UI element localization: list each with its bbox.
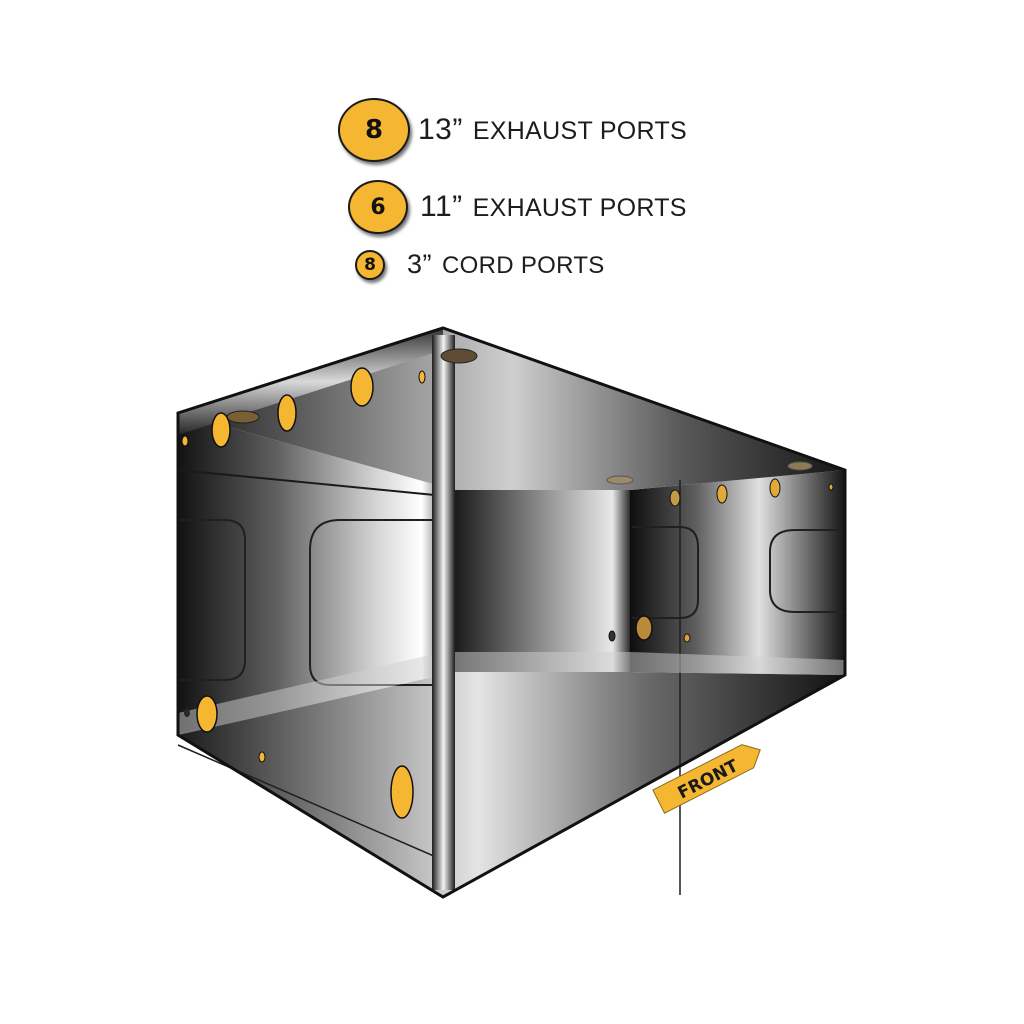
exhaust-port-11in [669, 489, 681, 507]
exhaust-port-11in [716, 484, 728, 504]
cord-port [608, 630, 616, 642]
exhaust-port-13in [211, 412, 231, 448]
right-door-outline [769, 529, 845, 613]
ceiling-port [787, 461, 813, 471]
left-wall [178, 413, 455, 735]
ceiling-port [440, 348, 478, 364]
back-door-outline [632, 526, 699, 619]
cord-port [683, 633, 691, 643]
port-type-13in: EXHAUST PORTS [472, 117, 688, 145]
frame-line [177, 469, 456, 498]
legend-11in-exhaust: 6 11” EXHAUST PORTS [348, 180, 687, 234]
exhaust-port-13in [196, 695, 218, 733]
cord-port [418, 370, 426, 384]
port-type-3in: CORD PORTS [442, 252, 605, 279]
right-wall [630, 470, 845, 675]
exhaust-port-11in [635, 615, 653, 641]
floor [178, 672, 845, 897]
cord-port [181, 435, 189, 447]
count-badge-13in: 8 [338, 98, 410, 162]
exhaust-port-11in [769, 478, 781, 498]
frame-line [177, 744, 444, 861]
exhaust-port-13in [277, 394, 297, 432]
port-size-13in: 13” [418, 113, 463, 146]
legend-13in-exhaust: 8 13” EXHAUST PORTS [338, 98, 687, 162]
cord-port [184, 709, 190, 717]
ceiling-port [226, 410, 260, 424]
frame-beam-top [178, 328, 443, 435]
back-wall [455, 490, 630, 672]
exhaust-port-13in [350, 367, 374, 407]
port-size-11in: 11” [420, 190, 463, 223]
port-size-3in: 3” [407, 249, 433, 279]
tent-outline [176, 326, 847, 899]
left-door-outline [178, 519, 246, 681]
ceiling-port [606, 475, 634, 485]
legend-3in-cord: 8 3” CORD PORTS [355, 249, 605, 280]
front-corner-post [432, 335, 455, 890]
count-badge-11in: 6 [348, 180, 408, 234]
exhaust-port-13in [390, 765, 414, 819]
count-badge-3in: 8 [355, 249, 385, 280]
cord-port [258, 751, 266, 763]
frame-beam-bottom [178, 652, 845, 735]
port-type-11in: EXHAUST PORTS [472, 194, 687, 222]
cord-port [828, 483, 834, 491]
